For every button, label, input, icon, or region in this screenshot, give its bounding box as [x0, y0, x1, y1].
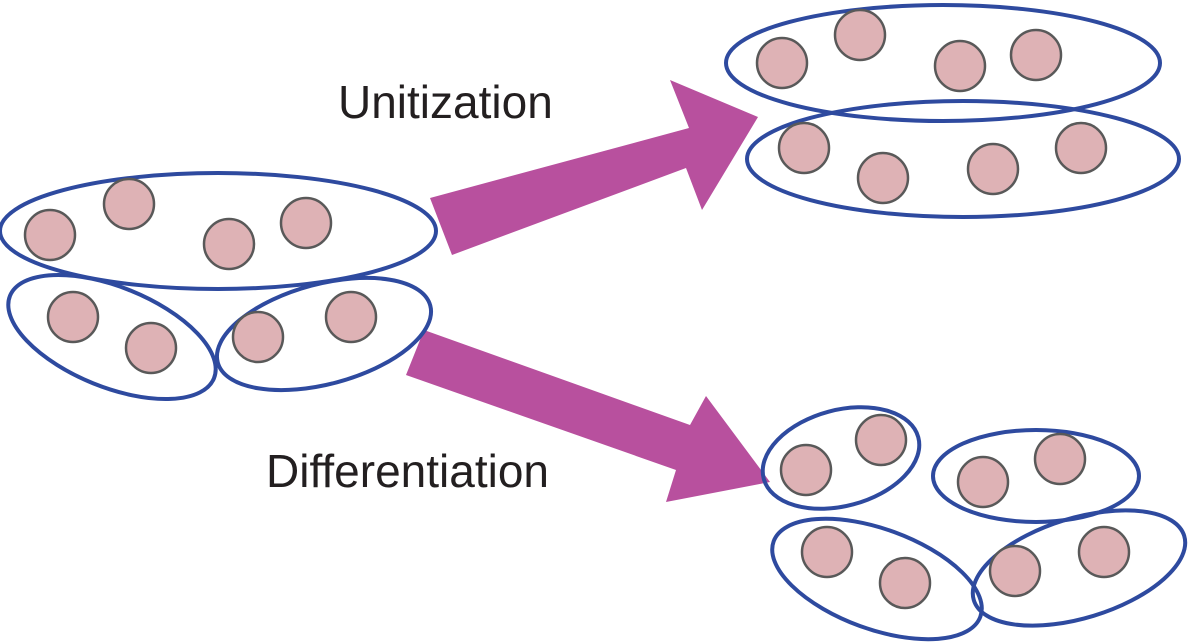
element-dot [956, 455, 1010, 509]
element-dot [779, 443, 833, 497]
element-dot [23, 208, 77, 262]
element-dot [755, 36, 809, 90]
element-dot [124, 321, 178, 375]
element-dot [46, 290, 100, 344]
unitization-arrow [430, 80, 758, 255]
element-dot [966, 142, 1020, 196]
source-group-large [0, 171, 438, 291]
unitized-elements [755, 8, 1108, 205]
element-dot [1077, 525, 1131, 579]
element-dot [279, 196, 333, 250]
element-dot [878, 556, 932, 610]
differentiation-arrow [406, 330, 770, 502]
arrows [406, 80, 770, 502]
diff-group-1 [760, 405, 922, 511]
unitization-label: Unitization [338, 76, 553, 128]
differentiation-label: Differentiation [266, 445, 549, 497]
element-dot [1033, 432, 1087, 486]
diff-group-4 [970, 508, 1188, 628]
unit-group-bottom [745, 99, 1181, 219]
diff-group-2 [931, 428, 1141, 524]
element-dot [854, 413, 908, 467]
element-dot [933, 39, 987, 93]
differentiation-result [760, 405, 1188, 642]
element-dot [102, 177, 156, 231]
element-dot [856, 151, 910, 205]
source-group-small-left [6, 272, 218, 402]
unitization-result [724, 3, 1181, 219]
element-dot [800, 525, 854, 579]
element-dot [1054, 121, 1108, 175]
source-elements [23, 177, 378, 375]
element-dot [202, 217, 256, 271]
element-dot [324, 290, 378, 344]
diff-group-3 [770, 516, 984, 642]
element-dot [988, 544, 1042, 598]
element-dot [777, 121, 831, 175]
source-configuration [0, 171, 438, 402]
differentiated-elements [779, 413, 1131, 610]
unit-group-top [724, 3, 1162, 123]
source-group-small-right [214, 275, 434, 393]
element-dot [833, 8, 887, 62]
element-dot [1009, 28, 1063, 82]
element-dot [231, 310, 285, 364]
